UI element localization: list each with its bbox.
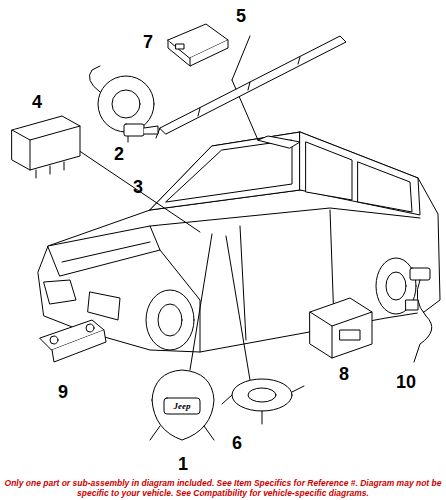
callout-number: 4 [32, 93, 42, 111]
leader-lines [78, 36, 258, 380]
front-sensor [40, 320, 106, 362]
callout-number: 6 [232, 434, 242, 452]
callout-number: 1 [178, 455, 188, 473]
vehicle-drawing [38, 132, 440, 352]
callout-number: 8 [339, 365, 349, 383]
control-module [168, 24, 228, 66]
curtain-airbag [156, 36, 346, 138]
callout-number: 5 [236, 7, 246, 25]
occupant-module [310, 298, 372, 358]
driver-airbag [150, 370, 214, 440]
callout-number: 10 [396, 373, 416, 391]
callout-number: 9 [58, 383, 68, 401]
sensor-harness [406, 268, 432, 362]
callout-number: 2 [114, 145, 124, 163]
callout-number: 7 [143, 33, 153, 51]
disclaimer-caption: Only one part or sub-assembly in diagram… [0, 478, 446, 498]
impact-sensor [124, 124, 158, 136]
brand-logo: Jeep [174, 402, 191, 411]
clockspring [222, 379, 304, 424]
callout-number: 3 [133, 178, 143, 196]
passenger-airbag [12, 116, 80, 178]
